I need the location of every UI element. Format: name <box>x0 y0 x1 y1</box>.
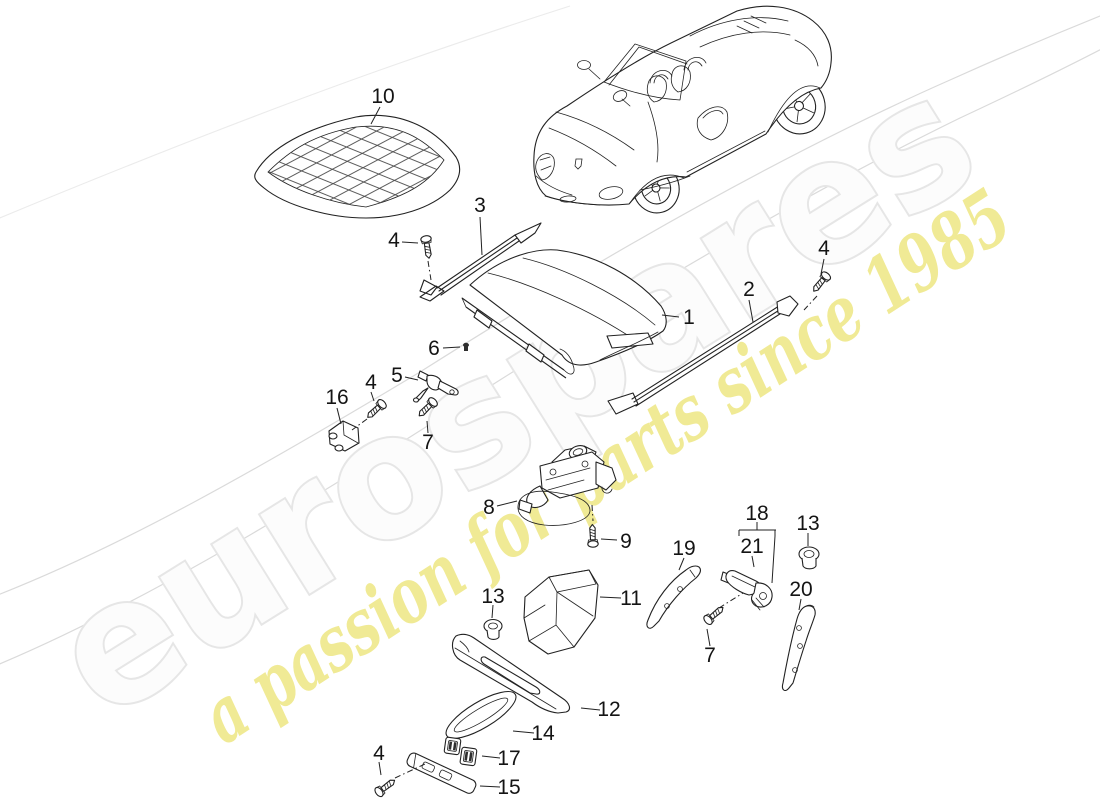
part-21-striker-latch <box>720 570 773 611</box>
part-1-convertible-top-panel <box>461 249 667 379</box>
callouts: 10 3 4 4 2 1 6 5 4 16 7 8 9 13 11 19 18 … <box>325 85 830 799</box>
callout-label-4b: 4 <box>818 237 830 260</box>
part-11-bracket-box <box>523 569 599 655</box>
part-7-screw-b <box>701 602 727 627</box>
leader-lines <box>336 106 825 788</box>
assembly-dashed-lines <box>351 260 818 779</box>
watermark-brand-text: eurospares <box>21 38 1008 757</box>
callout-label-16: 16 <box>325 386 348 409</box>
callout-label-21: 21 <box>740 535 763 558</box>
callout-label-18: 18 <box>745 502 768 525</box>
part-6-pin <box>463 342 469 351</box>
part-20-side-strip <box>781 604 816 692</box>
callout-label-7a: 7 <box>422 431 434 454</box>
part-4-screw-a <box>419 234 435 260</box>
part-2-rear-rail <box>607 295 799 415</box>
callout-label-4a: 4 <box>388 229 400 252</box>
callout-label-19: 19 <box>672 537 695 560</box>
callout-label-5: 5 <box>391 364 403 387</box>
callout-label-1: 1 <box>683 306 695 329</box>
part-3-front-rail <box>419 222 542 302</box>
callout-label-15: 15 <box>497 776 520 799</box>
callout-label-7b: 7 <box>704 644 716 667</box>
part-15-mounting-strip <box>406 752 477 794</box>
part-14-trim-channel <box>445 691 517 739</box>
callout-label-20: 20 <box>789 578 812 601</box>
wheel-arches <box>629 85 821 204</box>
callout-label-10: 10 <box>371 85 394 108</box>
part-17-clips <box>443 736 478 767</box>
part-12-trim-strip <box>451 633 571 714</box>
callout-label-3: 3 <box>474 194 486 217</box>
part-19-side-strip <box>646 565 701 629</box>
callout-label-4c: 4 <box>365 371 377 394</box>
swoosh-faint-curve <box>0 5 571 219</box>
callout-label-2: 2 <box>743 278 755 301</box>
callout-label-14: 14 <box>531 722 555 745</box>
callout-label-8: 8 <box>483 496 495 519</box>
part-8-latch-mechanism <box>517 445 617 526</box>
callout-label-17: 17 <box>497 747 520 770</box>
callout-label-13a: 13 <box>481 585 504 608</box>
car-illustration <box>533 5 832 214</box>
callout-label-11: 11 <box>620 587 642 610</box>
part-13-grommet-left <box>483 618 503 640</box>
callout-label-6: 6 <box>428 337 440 360</box>
part-4-screw-d <box>372 775 399 799</box>
part-16-bracket <box>328 420 360 452</box>
callout-label-13b: 13 <box>796 512 819 535</box>
callout-label-4d: 4 <box>373 742 385 765</box>
part-10-wind-deflector-net <box>254 114 461 219</box>
part-13-grommet-right <box>798 546 820 570</box>
car-details <box>535 15 819 206</box>
callout-label-9: 9 <box>620 530 632 553</box>
callout-label-12: 12 <box>597 698 620 721</box>
parts-artwork <box>254 114 833 799</box>
part-5-tension-lever <box>412 370 459 403</box>
